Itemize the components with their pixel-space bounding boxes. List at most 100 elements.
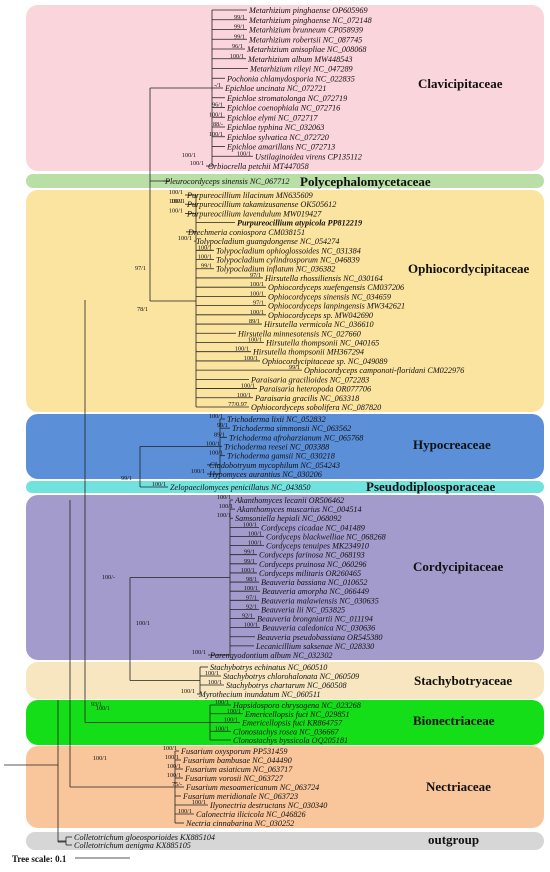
support-value: 100/1 [244, 622, 258, 629]
family-box-polycephalomycetaceae [26, 174, 544, 188]
support-value: 100/1 [178, 235, 192, 242]
support-value: 100/1 [208, 679, 222, 686]
support-value: 100/1 [248, 336, 262, 343]
support-value: 100/1 [235, 346, 249, 353]
taxon-label: Cordyceps farinosa NC_068193 [259, 551, 365, 560]
support-value: 100/1 [250, 290, 264, 297]
taxon-label: Tolypocladium inflatum NC_036382 [216, 265, 335, 274]
support-value: 99/1 [217, 422, 228, 429]
family-label-clavicipitaceae: Clavicipitaceae [418, 76, 503, 91]
support-value: 100/1 [224, 717, 238, 724]
taxon-label: Hirsutella rhossiliensis NC_030164 [264, 274, 383, 283]
support-value: 100/1 [198, 254, 212, 261]
taxon-label: Pleurocordyceps sinensis NC_067712 [164, 177, 289, 186]
taxon-label: Trichoderma reesei NC_003388 [224, 443, 329, 452]
support-value: 97/1 [253, 300, 264, 307]
support-value: 100/1 [163, 745, 177, 752]
taxon-label: Metarhizium rileyi NC_047289 [249, 65, 353, 74]
support-value: 100/1 [181, 688, 195, 695]
support-value: 100/1 [182, 152, 196, 159]
support-value: 98/1 [246, 576, 257, 583]
taxon-label: Ilyonectria destructans NC_030340 [209, 801, 327, 810]
taxon-label: Drechmeria coniospora CM038151 [187, 228, 305, 237]
taxon-label: Hirsutella thompsonii NC_040165 [265, 338, 379, 347]
taxon-label: Ophiocordyceps camponoti-floridani CM022… [304, 366, 465, 375]
taxon-label: Metarhizium robertsii NC_087745 [248, 35, 362, 44]
taxon-label: Cordyceps cicadae NC_041489 [261, 523, 365, 532]
support-value: 92/1 [246, 603, 257, 610]
support-value: 100/1 [169, 207, 183, 214]
support-value: 100/1 [165, 754, 179, 761]
taxon-label: Emericellopsis fuci NC_029851 [244, 710, 350, 719]
support-value: 100/- [102, 574, 115, 581]
taxon-label: Hirsutella minnesotensis NC_027660 [237, 329, 361, 338]
support-value: 100/1 [206, 441, 220, 448]
support-value: 100/1 [191, 468, 205, 475]
support-value: 100/1 [244, 585, 258, 592]
taxon-label: Beauveria lii NC_053825 [261, 605, 345, 614]
taxon-label: Metarhizium pinghaense NC_072148 [248, 16, 372, 25]
taxon-label: Beauveria malawiensis NC_030635 [261, 596, 379, 605]
support-value: 89/1 [214, 431, 225, 438]
taxon-label: Parengyodontium album NC_032302 [209, 651, 333, 660]
taxon-label: Samsoniella hepiali NC_068092 [235, 514, 341, 523]
taxon-label: Hapsidospora chrysogena NC_023268 [232, 701, 361, 710]
taxon-label: Beauveria brongniartii NC_011194 [257, 615, 373, 624]
support-value: 88/- [213, 121, 223, 128]
tree-scale-label: Tree scale: 0.1 [12, 854, 67, 864]
support-value: 100/1 [209, 450, 223, 457]
support-value: 99/1 [234, 24, 245, 31]
taxon-label: Myrothecium inundatum NC_060511 [198, 690, 320, 699]
taxon-label: Purpureocillium lilacinum MN635609 [186, 191, 313, 200]
support-value: 92/1 [242, 613, 253, 620]
taxon-label: Akanthomyces muscarius NC_004514 [236, 505, 362, 514]
support-value: 100/1 [167, 772, 181, 779]
taxon-label: Hirsutella thompsonii MH367294 [252, 348, 364, 357]
support-value: 100/1 [190, 160, 204, 167]
family-box-hypocreaceae [26, 414, 544, 479]
family-label-ophiocordycipitaceae: Ophiocordycipitaceae [408, 261, 530, 276]
taxon-label: Epichloe elymi NC_072717 [226, 113, 318, 122]
taxon-label: Calonectria ilicicola NC_046826 [196, 810, 307, 819]
support-value: 97/1 [246, 594, 257, 601]
taxon-label: Paraisaria heteropoda OR077706 [258, 385, 372, 394]
support-value: 100/1 [169, 198, 183, 205]
family-label-polycephalomycetaceae: Polycephalomycetaceae [300, 174, 431, 189]
support-value: 100/1 [209, 413, 223, 420]
support-value: 100/1 [248, 530, 262, 537]
taxon-label: Hypomyces aurantius NC_030206 [208, 470, 323, 479]
taxon-label: Purpureocillium lavendulum MW019427 [186, 209, 322, 218]
support-value: -/1 [214, 82, 221, 89]
support-value: 100/1 [96, 705, 110, 712]
taxon-label: Lecanicillium saksenae NC_028330 [255, 642, 374, 651]
family-box-clavicipitaceae [26, 5, 544, 171]
family-label-bionectriaceae: Bionectriaceae [413, 713, 495, 728]
support-value: 100/1 [209, 131, 223, 138]
family-label-stachybotryaceae: Stachybotryaceae [414, 673, 513, 688]
taxon-label: Fusarium asiaticum NC_063717 [184, 765, 293, 774]
family-box-outgroup [26, 832, 544, 850]
support-value: 100/1 [178, 808, 192, 815]
taxon-label: Metarhizium brunneum CP058939 [248, 26, 363, 35]
support-value: 99/1 [234, 14, 245, 21]
support-value: 100/1 [244, 355, 258, 362]
support-value: 100/1 [250, 309, 264, 316]
taxon-label: Fusarium vorosii NC_063727 [184, 774, 284, 783]
family-box-pseudodiploosporaceae [26, 481, 544, 493]
support-value: 99/1 [289, 364, 300, 371]
taxon-label: Tolypocladium ophioglossoides NC_031384 [216, 246, 361, 255]
taxon-label: Cordyceps pruinosa NC_060296 [259, 560, 367, 569]
support-value: 100/1 [192, 799, 206, 806]
support-value: 100/1 [227, 708, 241, 715]
taxon-label: Clonostachys byssicola OQ205181 [233, 736, 348, 745]
support-value: 100/1 [217, 494, 231, 501]
family-label-cordycipitaceae: Cordycipitaceae [413, 559, 504, 574]
support-value: 99/1 [244, 558, 255, 565]
taxon-label: Akanthomyces lecanii OR506462 [234, 496, 344, 505]
taxon-label: Orbiocrella petchii MT447058 [208, 162, 309, 171]
support-value: 99/1 [244, 549, 255, 556]
support-value: 96/1 [232, 43, 243, 50]
taxon-label: Metarhizium anisopliae NC_008068 [246, 45, 366, 54]
support-value: 100/1 [241, 567, 255, 574]
